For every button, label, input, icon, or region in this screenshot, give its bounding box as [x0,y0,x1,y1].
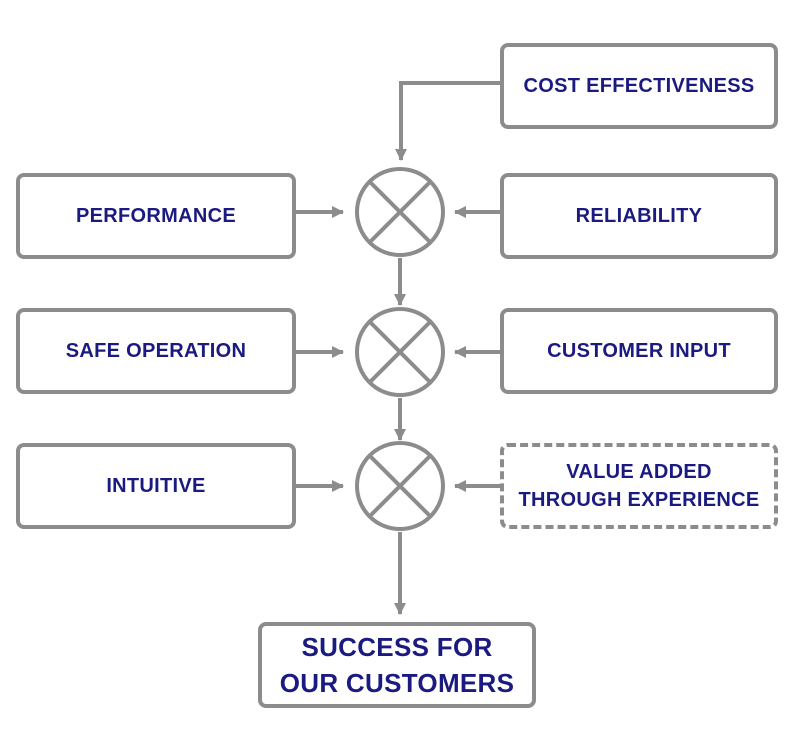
success-box: SUCCESS FOR OUR CUSTOMERS [258,622,536,708]
safe-operation-box: SAFE OPERATION [16,308,296,394]
intuitive-box: INTUITIVE [16,443,296,529]
performance-box: PERFORMANCE [16,173,296,259]
reliability-label: RELIABILITY [575,205,703,227]
customer-input-label: CUSTOMER INPUT [547,340,731,362]
value-added-box: VALUE ADDED THROUGH EXPERIENCE [500,443,778,529]
reliability-box: RELIABILITY [500,173,778,259]
junction-2-circle-x-icon [355,307,445,397]
cost-effectiveness-label: COST EFFECTIVENESS [523,75,755,97]
arrow-cost-to-junction-1 [395,81,500,161]
performance-label: PERFORMANCE [76,205,236,227]
junction-3-circle-x-icon [355,441,445,531]
junction-1-circle-x-icon [355,167,445,257]
customer-input-box: CUSTOMER INPUT [500,308,778,394]
success-label: SUCCESS FOR OUR CUSTOMERS [279,632,515,698]
cost-effectiveness-box: COST EFFECTIVENESS [500,43,778,129]
value-added-label: VALUE ADDED THROUGH EXPERIENCE [518,461,760,511]
intuitive-label: INTUITIVE [106,475,206,497]
safe-operation-label: SAFE OPERATION [65,340,247,362]
